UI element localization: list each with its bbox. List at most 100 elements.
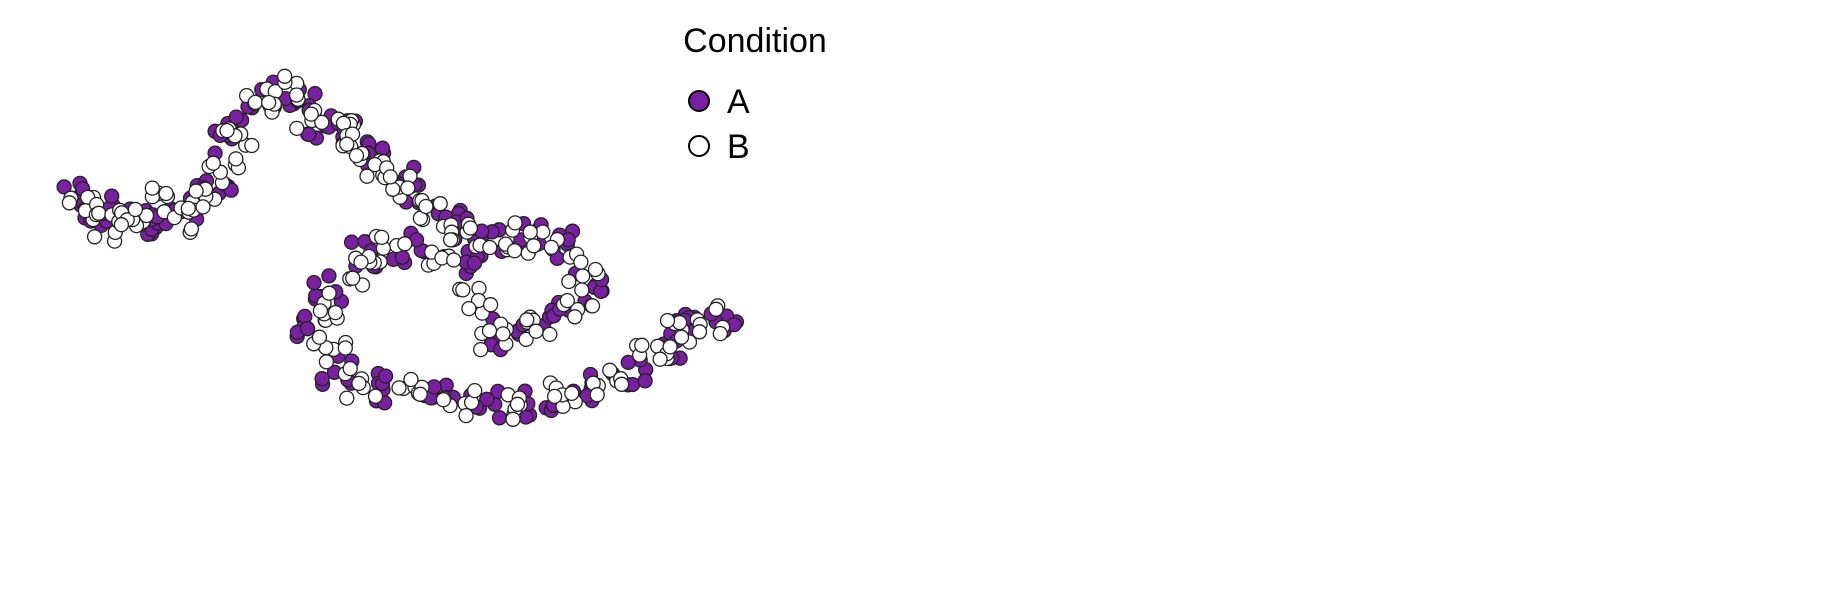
point-B (205, 155, 221, 171)
point-A (377, 368, 394, 384)
point-B (506, 243, 523, 259)
point-B (339, 390, 355, 406)
point-B (584, 298, 601, 314)
point-B (397, 236, 413, 252)
point-B (589, 387, 605, 403)
point-B (575, 268, 591, 284)
point-B (442, 232, 459, 248)
point-B (400, 180, 416, 196)
point-B (446, 252, 462, 268)
point-B (183, 221, 200, 237)
point-A (637, 373, 653, 389)
point-B (353, 254, 369, 270)
point-B (561, 273, 577, 290)
point-B (613, 376, 630, 392)
point-B (528, 323, 544, 339)
legend-label-B: B (727, 128, 750, 166)
point-A (306, 274, 322, 291)
point-B (314, 114, 330, 131)
point-A (343, 234, 360, 250)
point-B (543, 239, 560, 256)
point-B (509, 396, 526, 412)
point-B (673, 329, 690, 345)
point-B (495, 326, 511, 342)
point-A (104, 188, 120, 204)
point-B (351, 375, 367, 392)
point-B (247, 94, 263, 111)
point-B (261, 94, 277, 111)
point-A (479, 391, 495, 407)
point-B (412, 386, 428, 402)
point-B (374, 229, 390, 246)
point-B (559, 292, 575, 309)
point-B (385, 181, 401, 197)
point-B (127, 201, 144, 218)
point-B (519, 312, 535, 328)
point-B (467, 382, 483, 399)
point-B (587, 261, 604, 278)
point-B (458, 407, 474, 424)
point-B (144, 180, 160, 196)
point-B (180, 200, 196, 217)
point-B (652, 351, 668, 367)
point-B (481, 323, 498, 339)
legend-marker-B (688, 135, 710, 157)
point-B (86, 229, 103, 245)
point-A (307, 86, 323, 102)
point-B (567, 309, 583, 325)
point-B (219, 122, 235, 139)
point-B (195, 199, 211, 215)
point-B (277, 68, 293, 84)
point-B (482, 297, 499, 313)
point-B (691, 324, 708, 340)
point-B (113, 217, 130, 233)
point-B (342, 360, 358, 377)
point-B (482, 239, 498, 256)
point-B (602, 362, 618, 378)
legend-label-A: A (727, 83, 750, 121)
point-B (318, 354, 335, 370)
point-B (435, 392, 452, 408)
point-B (573, 254, 589, 270)
point-B (321, 285, 337, 301)
point-B (158, 185, 174, 202)
plot-area (56, 68, 745, 427)
point-A (374, 140, 391, 156)
point-A (299, 321, 316, 337)
series-B (61, 68, 731, 427)
point-B (345, 270, 361, 286)
point-B (359, 168, 375, 184)
point-A (228, 109, 244, 125)
legend-entries: AB (688, 83, 750, 166)
point-B (288, 87, 305, 103)
point-B (61, 195, 78, 211)
point-B (708, 301, 724, 317)
point-B (312, 303, 329, 319)
point-A (314, 370, 330, 387)
point-B (455, 282, 471, 298)
point-A (466, 255, 483, 271)
point-A (321, 268, 337, 284)
point-B (228, 151, 244, 167)
point-B (382, 169, 399, 185)
point-B (546, 388, 563, 405)
point-B (91, 205, 107, 221)
point-B (712, 325, 728, 342)
point-B (391, 380, 407, 396)
point-B (574, 282, 590, 298)
point-B (507, 215, 523, 231)
point-B (505, 411, 521, 427)
point-B (634, 337, 650, 353)
point-B (418, 198, 434, 215)
point-B (518, 331, 534, 348)
point-B (564, 385, 580, 402)
point-B (462, 220, 479, 236)
point-B (461, 300, 477, 317)
point-B (244, 137, 260, 154)
point-B (348, 147, 365, 164)
point-B (339, 136, 355, 152)
point-B (367, 388, 384, 404)
legend: Condition AB (683, 22, 827, 166)
point-B (542, 326, 558, 343)
